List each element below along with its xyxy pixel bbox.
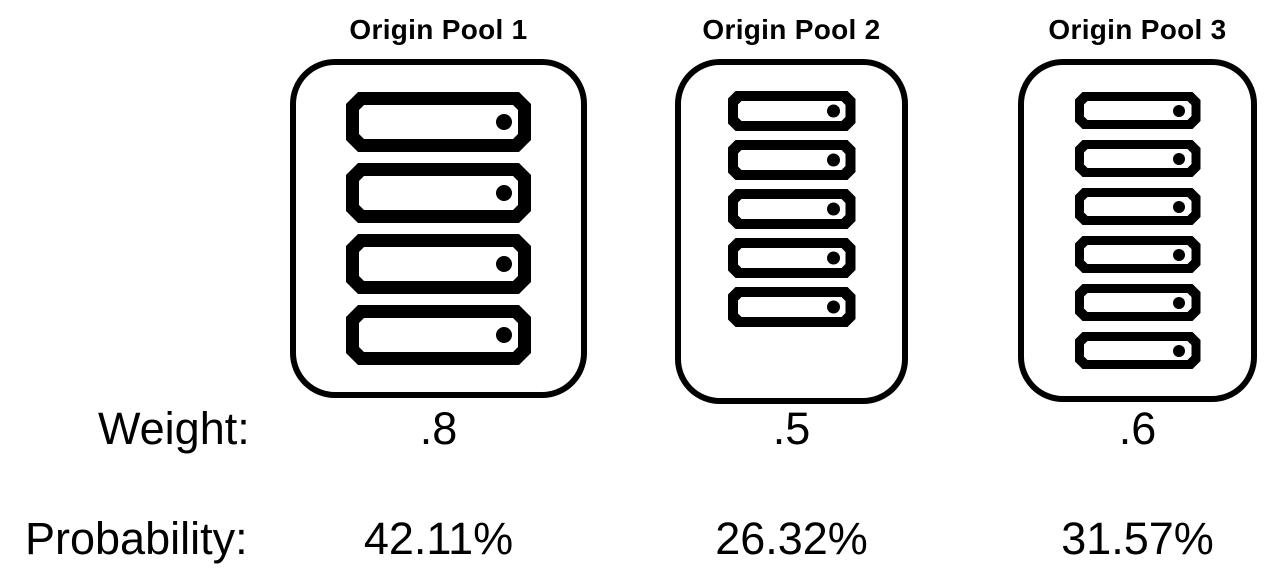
server-face xyxy=(1084,293,1192,312)
server-led-dot xyxy=(1173,297,1185,309)
server-icon xyxy=(728,189,856,229)
server-icon xyxy=(728,287,856,327)
probability-value: 31.57% xyxy=(1061,513,1214,564)
server-led-dot xyxy=(827,301,840,314)
server-face xyxy=(738,297,846,317)
server-icon xyxy=(728,238,856,278)
weight-value: .5 xyxy=(772,403,811,454)
server-face xyxy=(1084,197,1192,216)
server-face xyxy=(1084,101,1192,120)
server-face xyxy=(1084,245,1192,264)
weight-value: .8 xyxy=(419,403,458,454)
server-face xyxy=(359,318,518,352)
pool-servers-box xyxy=(675,59,908,404)
server-icon xyxy=(346,305,531,365)
server-led-dot xyxy=(827,252,840,265)
server-face xyxy=(1084,149,1192,168)
server-icon xyxy=(1075,188,1201,225)
server-icon xyxy=(1075,92,1201,129)
server-face xyxy=(738,248,846,268)
server-face xyxy=(359,105,518,139)
server-icon xyxy=(1075,140,1201,177)
server-face xyxy=(738,101,846,121)
origin-pool-2: Origin Pool 2 .5 26.32% xyxy=(675,0,908,586)
origin-pool-3: Origin Pool 3 .6 31.57% xyxy=(1018,0,1257,586)
pool-title: Origin Pool 2 xyxy=(702,14,881,45)
weight-row-label: Weight: xyxy=(98,403,250,454)
server-face xyxy=(359,247,518,281)
server-led-dot xyxy=(827,154,840,167)
pool-title: Origin Pool 3 xyxy=(1048,14,1227,45)
server-led-dot xyxy=(1173,201,1185,213)
server-led-dot xyxy=(496,185,512,201)
probability-value: 42.11% xyxy=(363,513,514,564)
probability-row-label: Probability: xyxy=(25,513,248,564)
server-icon xyxy=(346,234,531,294)
probability-value: 26.32% xyxy=(715,513,868,564)
server-face xyxy=(359,176,518,210)
origin-pool-1: Origin Pool 1 .8 42.11% xyxy=(290,0,587,586)
server-icon xyxy=(346,163,531,223)
server-icon xyxy=(346,92,531,152)
server-face xyxy=(738,199,846,219)
server-led-dot xyxy=(496,114,512,130)
pool-servers-box xyxy=(1018,59,1257,402)
weight-value: .6 xyxy=(1118,403,1157,454)
server-icon xyxy=(728,140,856,180)
server-face xyxy=(738,150,846,170)
server-led-dot xyxy=(1173,249,1185,261)
server-led-dot xyxy=(827,105,840,118)
server-led-dot xyxy=(1173,345,1185,357)
pool-servers-box xyxy=(290,59,587,398)
pool-title: Origin Pool 1 xyxy=(349,14,528,45)
server-icon xyxy=(728,91,856,131)
server-led-dot xyxy=(1173,153,1185,165)
server-icon xyxy=(1075,284,1201,321)
server-led-dot xyxy=(496,327,512,343)
server-led-dot xyxy=(827,203,840,216)
server-icon xyxy=(1075,332,1201,369)
server-led-dot xyxy=(496,256,512,272)
server-face xyxy=(1084,341,1192,360)
server-icon xyxy=(1075,236,1201,273)
server-led-dot xyxy=(1173,105,1185,117)
